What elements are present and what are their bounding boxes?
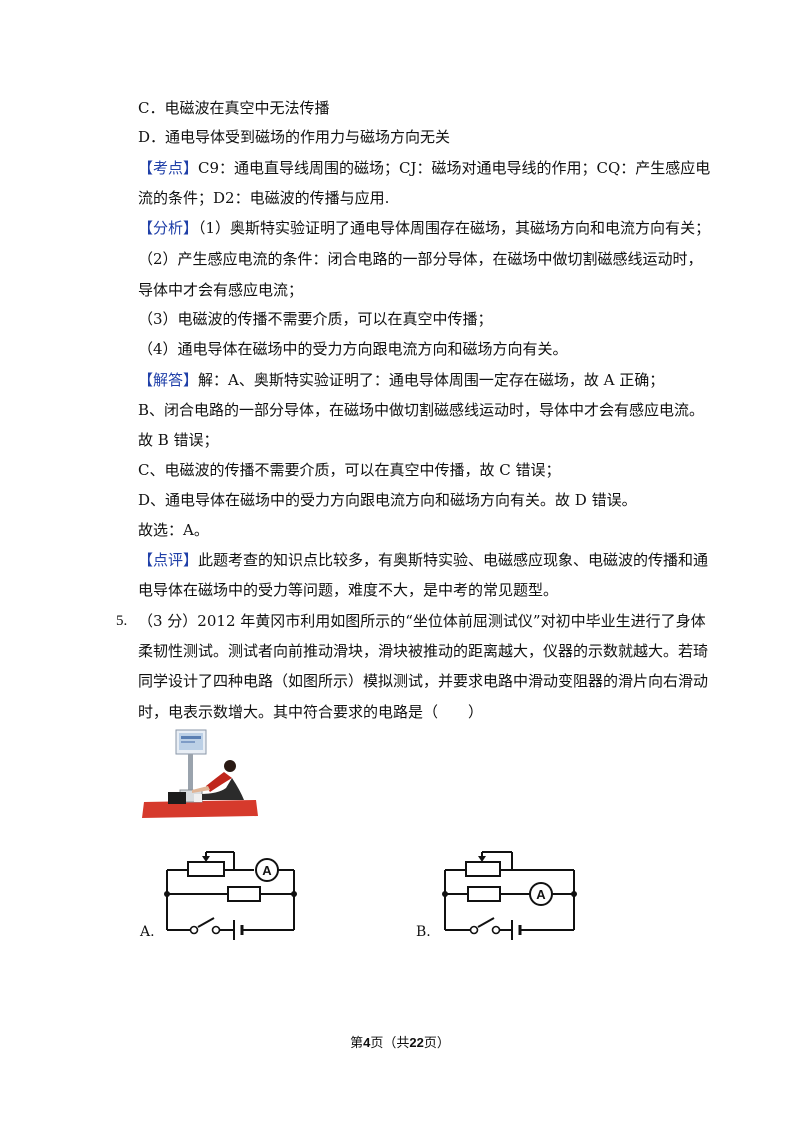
jieda-text-1: 解：A、奥斯特实验证明了：通电导体周围一定存在磁场，故 A 正确； bbox=[198, 371, 665, 389]
fenxi-text-1: （1）奥斯特实验证明了通电导体周围存在磁场，其磁场方向和电流方向有关； bbox=[198, 219, 711, 237]
circuit-a-diagram: A bbox=[164, 851, 297, 940]
fenxi-line-5: （4）通电导体在磁场中的受力方向跟电流方向和磁场方向有关。 bbox=[138, 340, 568, 358]
kaodian-text-1: C9：通电直导线周围的磁场；CJ：磁场对通电导线的作用；CQ：产生感应电 bbox=[198, 159, 711, 177]
jieda-tag: 【解答】 bbox=[138, 371, 199, 389]
dianping-tag: 【点评】 bbox=[138, 551, 199, 569]
fenxi-line-2: （2）产生感应电流的条件：闭合电路的一部分导体，在磁场中做切割磁感线运动时， bbox=[138, 250, 703, 268]
fenxi-tag: 【分析】 bbox=[138, 219, 199, 237]
kaodian-line-2: 流的条件；D2：电磁波的传播与应用. bbox=[138, 189, 390, 207]
ammeter-a-symbol: A bbox=[262, 863, 272, 878]
option-d-prev: D．通电导体受到磁场的作用力与磁场方向无关 bbox=[138, 128, 451, 146]
q5-line-1: （3 分）2012 年黄冈市利用如图所示的“坐位体前屈测试仪”对初中毕业生进行了… bbox=[138, 612, 706, 630]
jieda-line-3: 故 B 错误； bbox=[138, 431, 219, 449]
q5-line-2: 柔韧性测试。测试者向前推动滑块，滑块被推动的距离越大，仪器的示数就越大。若琦 bbox=[138, 642, 709, 660]
fenxi-line-4: （3）电磁波的传播不需要介质，可以在真空中传播； bbox=[138, 310, 493, 328]
jieda-line-4: C、电磁波的传播不需要介质，可以在真空中传播，故 C 错误； bbox=[138, 461, 561, 479]
jieda-line-2: B、闭合电路的一部分导体，在磁场中做切割磁感线运动时，导体中才会有感应电流。 bbox=[138, 401, 705, 419]
footer-suffix: 页） bbox=[423, 1036, 450, 1051]
jieda-line-6: 故选：A。 bbox=[138, 521, 209, 539]
dianping-line-2: 电导体在磁场中的受力等问题，难度不大，是中考的常见题型。 bbox=[138, 581, 559, 599]
q5-line-4: 时，电表示数增大。其中符合要求的电路是（ ） bbox=[138, 703, 484, 721]
jieda-line-5: D、通电导体在磁场中的受力方向跟电流方向和磁场方向有关。故 D 错误。 bbox=[138, 491, 637, 509]
fenxi-line-1: 【分析】（1）奥斯特实验证明了通电导体周围存在磁场，其磁场方向和电流方向有关； bbox=[138, 218, 710, 238]
question-number: 5. bbox=[116, 613, 128, 629]
footer-mid: 页（共 bbox=[370, 1036, 410, 1051]
fenxi-line-3: 导体中才会有感应电流； bbox=[138, 281, 304, 299]
footer-prefix: 第 bbox=[350, 1036, 364, 1051]
kaodian-tag: 【考点】 bbox=[138, 159, 199, 177]
footer-total-pages: 22 bbox=[409, 1035, 424, 1050]
dianping-text-1: 此题考查的知识点比较多，有奥斯特实验、电磁感应现象、电磁波的传播和通 bbox=[198, 551, 709, 569]
sit-reach-tester-photo bbox=[140, 728, 260, 820]
circuit-b-diagram: A bbox=[442, 851, 577, 940]
page-footer: 第4页（共22页） bbox=[0, 1032, 800, 1051]
kaodian-line-1: 【考点】C9：通电直导线周围的磁场；CJ：磁场对通电导线的作用；CQ：产生感应电 bbox=[138, 158, 710, 178]
jieda-line-1: 【解答】解：A、奥斯特实验证明了：通电导体周围一定存在磁场，故 A 正确； bbox=[138, 370, 664, 390]
q5-line-3: 同学设计了四种电路（如图所示）模拟测试，并要求电路中滑动变阻器的滑片向右滑动 bbox=[138, 672, 709, 690]
option-a-label: A. bbox=[140, 924, 155, 940]
footer-page-number: 4 bbox=[363, 1035, 371, 1050]
option-c-prev: C．电磁波在真空中无法传播 bbox=[138, 99, 330, 117]
dianping-line-1: 【点评】此题考查的知识点比较多，有奥斯特实验、电磁感应现象、电磁波的传播和通 bbox=[138, 550, 708, 570]
option-b-label: B. bbox=[416, 924, 431, 940]
ammeter-b-symbol: A bbox=[536, 887, 546, 902]
